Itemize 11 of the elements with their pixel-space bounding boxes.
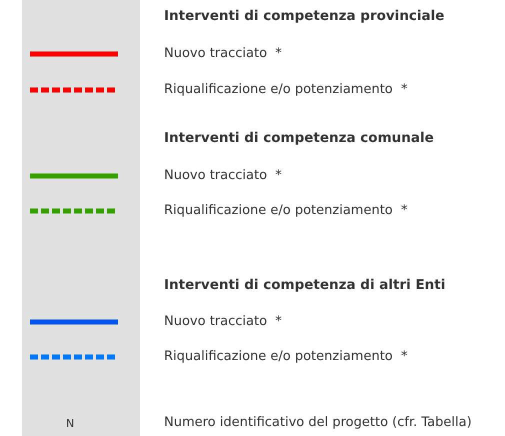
- legend-label: Nuovo tracciato *: [164, 168, 282, 184]
- section-heading: Interventi di competenza provinciale: [164, 8, 444, 24]
- symbol-label: N: [66, 416, 74, 432]
- section-heading: Interventi di competenza comunale: [164, 130, 434, 146]
- legend-label: Nuovo tracciato *: [164, 314, 282, 330]
- note-text: Numero identificativo del progetto (cfr. Tabella): [164, 415, 472, 431]
- section-heading: Interventi di competenza di altri Enti: [164, 277, 446, 293]
- legend-label: Riqualificazione e/o potenziamento *: [164, 203, 408, 219]
- legend-label: Nuovo tracciato *: [164, 46, 282, 62]
- legend-label: Riqualificazione e/o potenziamento *: [164, 82, 408, 98]
- legend-label: Riqualificazione e/o potenziamento *: [164, 349, 408, 365]
